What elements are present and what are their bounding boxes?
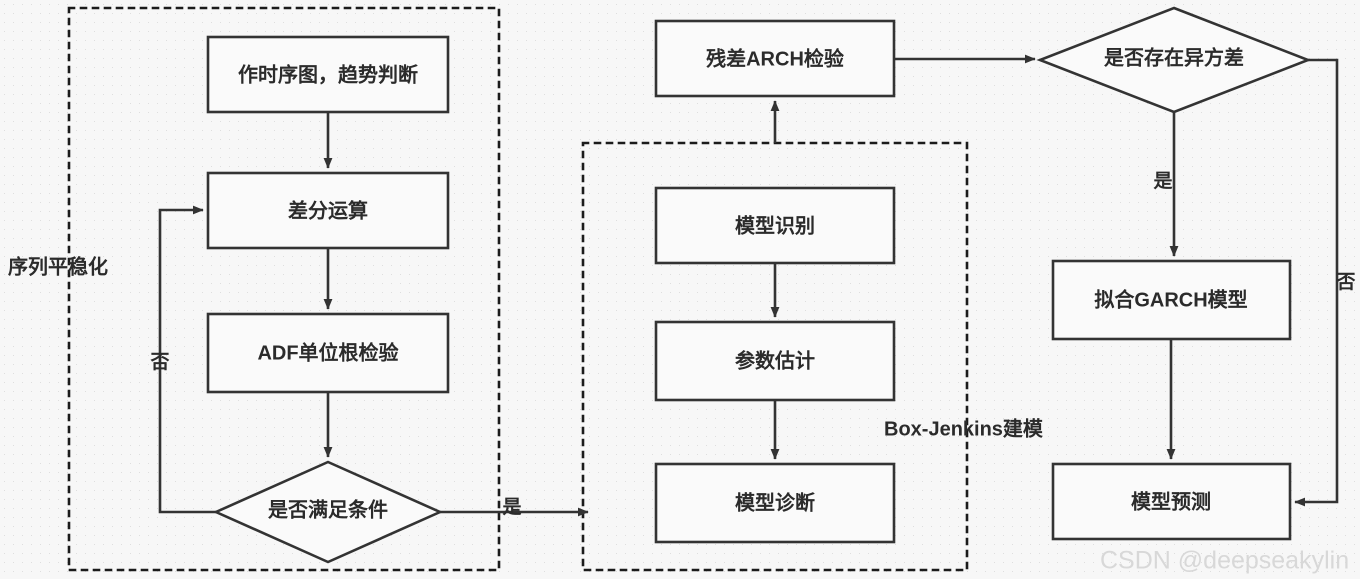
edge-label-no-heterosked: 否 <box>1335 272 1355 293</box>
edge-label-no-condition: 否 <box>149 352 169 373</box>
node-difference[interactable]: 差分运算 <box>206 171 450 250</box>
node-rect-plot-trend[interactable] <box>206 35 450 114</box>
node-rect-adf-test[interactable] <box>206 312 450 394</box>
node-model-diag[interactable]: 模型诊断 <box>654 462 896 544</box>
node-diamond-heterosked[interactable] <box>1036 6 1312 114</box>
group-box-stationarize <box>67 6 501 572</box>
node-label-param-est: 参数估计 <box>735 348 815 372</box>
node-label-heterosked: 是否存在异方差 <box>1103 45 1244 69</box>
node-rect-arch-test[interactable] <box>654 19 896 98</box>
node-arch-test[interactable]: 残差ARCH检验 <box>654 19 896 98</box>
node-label-adf-test: ADF单位根检验 <box>257 340 398 364</box>
node-model-pred[interactable]: 模型预测 <box>1051 462 1292 541</box>
group-label-box-jenkins: Box-Jenkins建模 <box>884 416 1044 440</box>
node-rect-difference[interactable] <box>206 171 450 250</box>
group-stationarize <box>67 6 501 572</box>
node-rect-fit-garch[interactable] <box>1051 259 1292 341</box>
node-label-arch-test: 残差ARCH检验 <box>706 46 844 70</box>
watermark-text: CSDN @deepseakylin <box>1100 547 1349 575</box>
node-label-fit-garch: 拟合GARCH模型 <box>1094 287 1247 311</box>
node-label-plot-trend: 作时序图，趋势判断 <box>238 62 418 86</box>
node-rect-model-pred[interactable] <box>1051 462 1292 541</box>
node-label-model-diag: 模型诊断 <box>735 490 815 514</box>
edge-heterosked-to-model-pred-no <box>1294 58 1339 507</box>
node-fit-garch[interactable]: 拟合GARCH模型 <box>1051 259 1292 341</box>
node-label-cond-check: 是否满足条件 <box>267 497 388 521</box>
node-label-model-ident: 模型识别 <box>735 213 815 237</box>
node-cond-check[interactable]: 是否满足条件 <box>212 460 444 564</box>
node-diamond-cond-check[interactable] <box>212 460 444 564</box>
node-label-difference: 差分运算 <box>288 198 368 222</box>
node-rect-param-est[interactable] <box>654 320 896 402</box>
node-heterosked[interactable]: 是否存在异方差 <box>1036 6 1312 114</box>
node-param-est[interactable]: 参数估计 <box>654 320 896 402</box>
node-plot-trend[interactable]: 作时序图，趋势判断 <box>206 35 450 114</box>
node-label-model-pred: 模型预测 <box>1131 489 1211 513</box>
group-label-stationarize: 序列平稳化 <box>8 254 108 278</box>
node-rect-model-ident[interactable] <box>654 186 896 265</box>
edge-cond-check-to-difference-no <box>158 205 216 514</box>
edge-label-yes-heterosked: 是 <box>1153 170 1172 192</box>
node-model-ident[interactable]: 模型识别 <box>654 186 896 265</box>
node-adf-test[interactable]: ADF单位根检验 <box>206 312 450 394</box>
edge-label-yes-condition: 是 <box>502 496 521 518</box>
node-rect-model-diag[interactable] <box>654 462 896 544</box>
